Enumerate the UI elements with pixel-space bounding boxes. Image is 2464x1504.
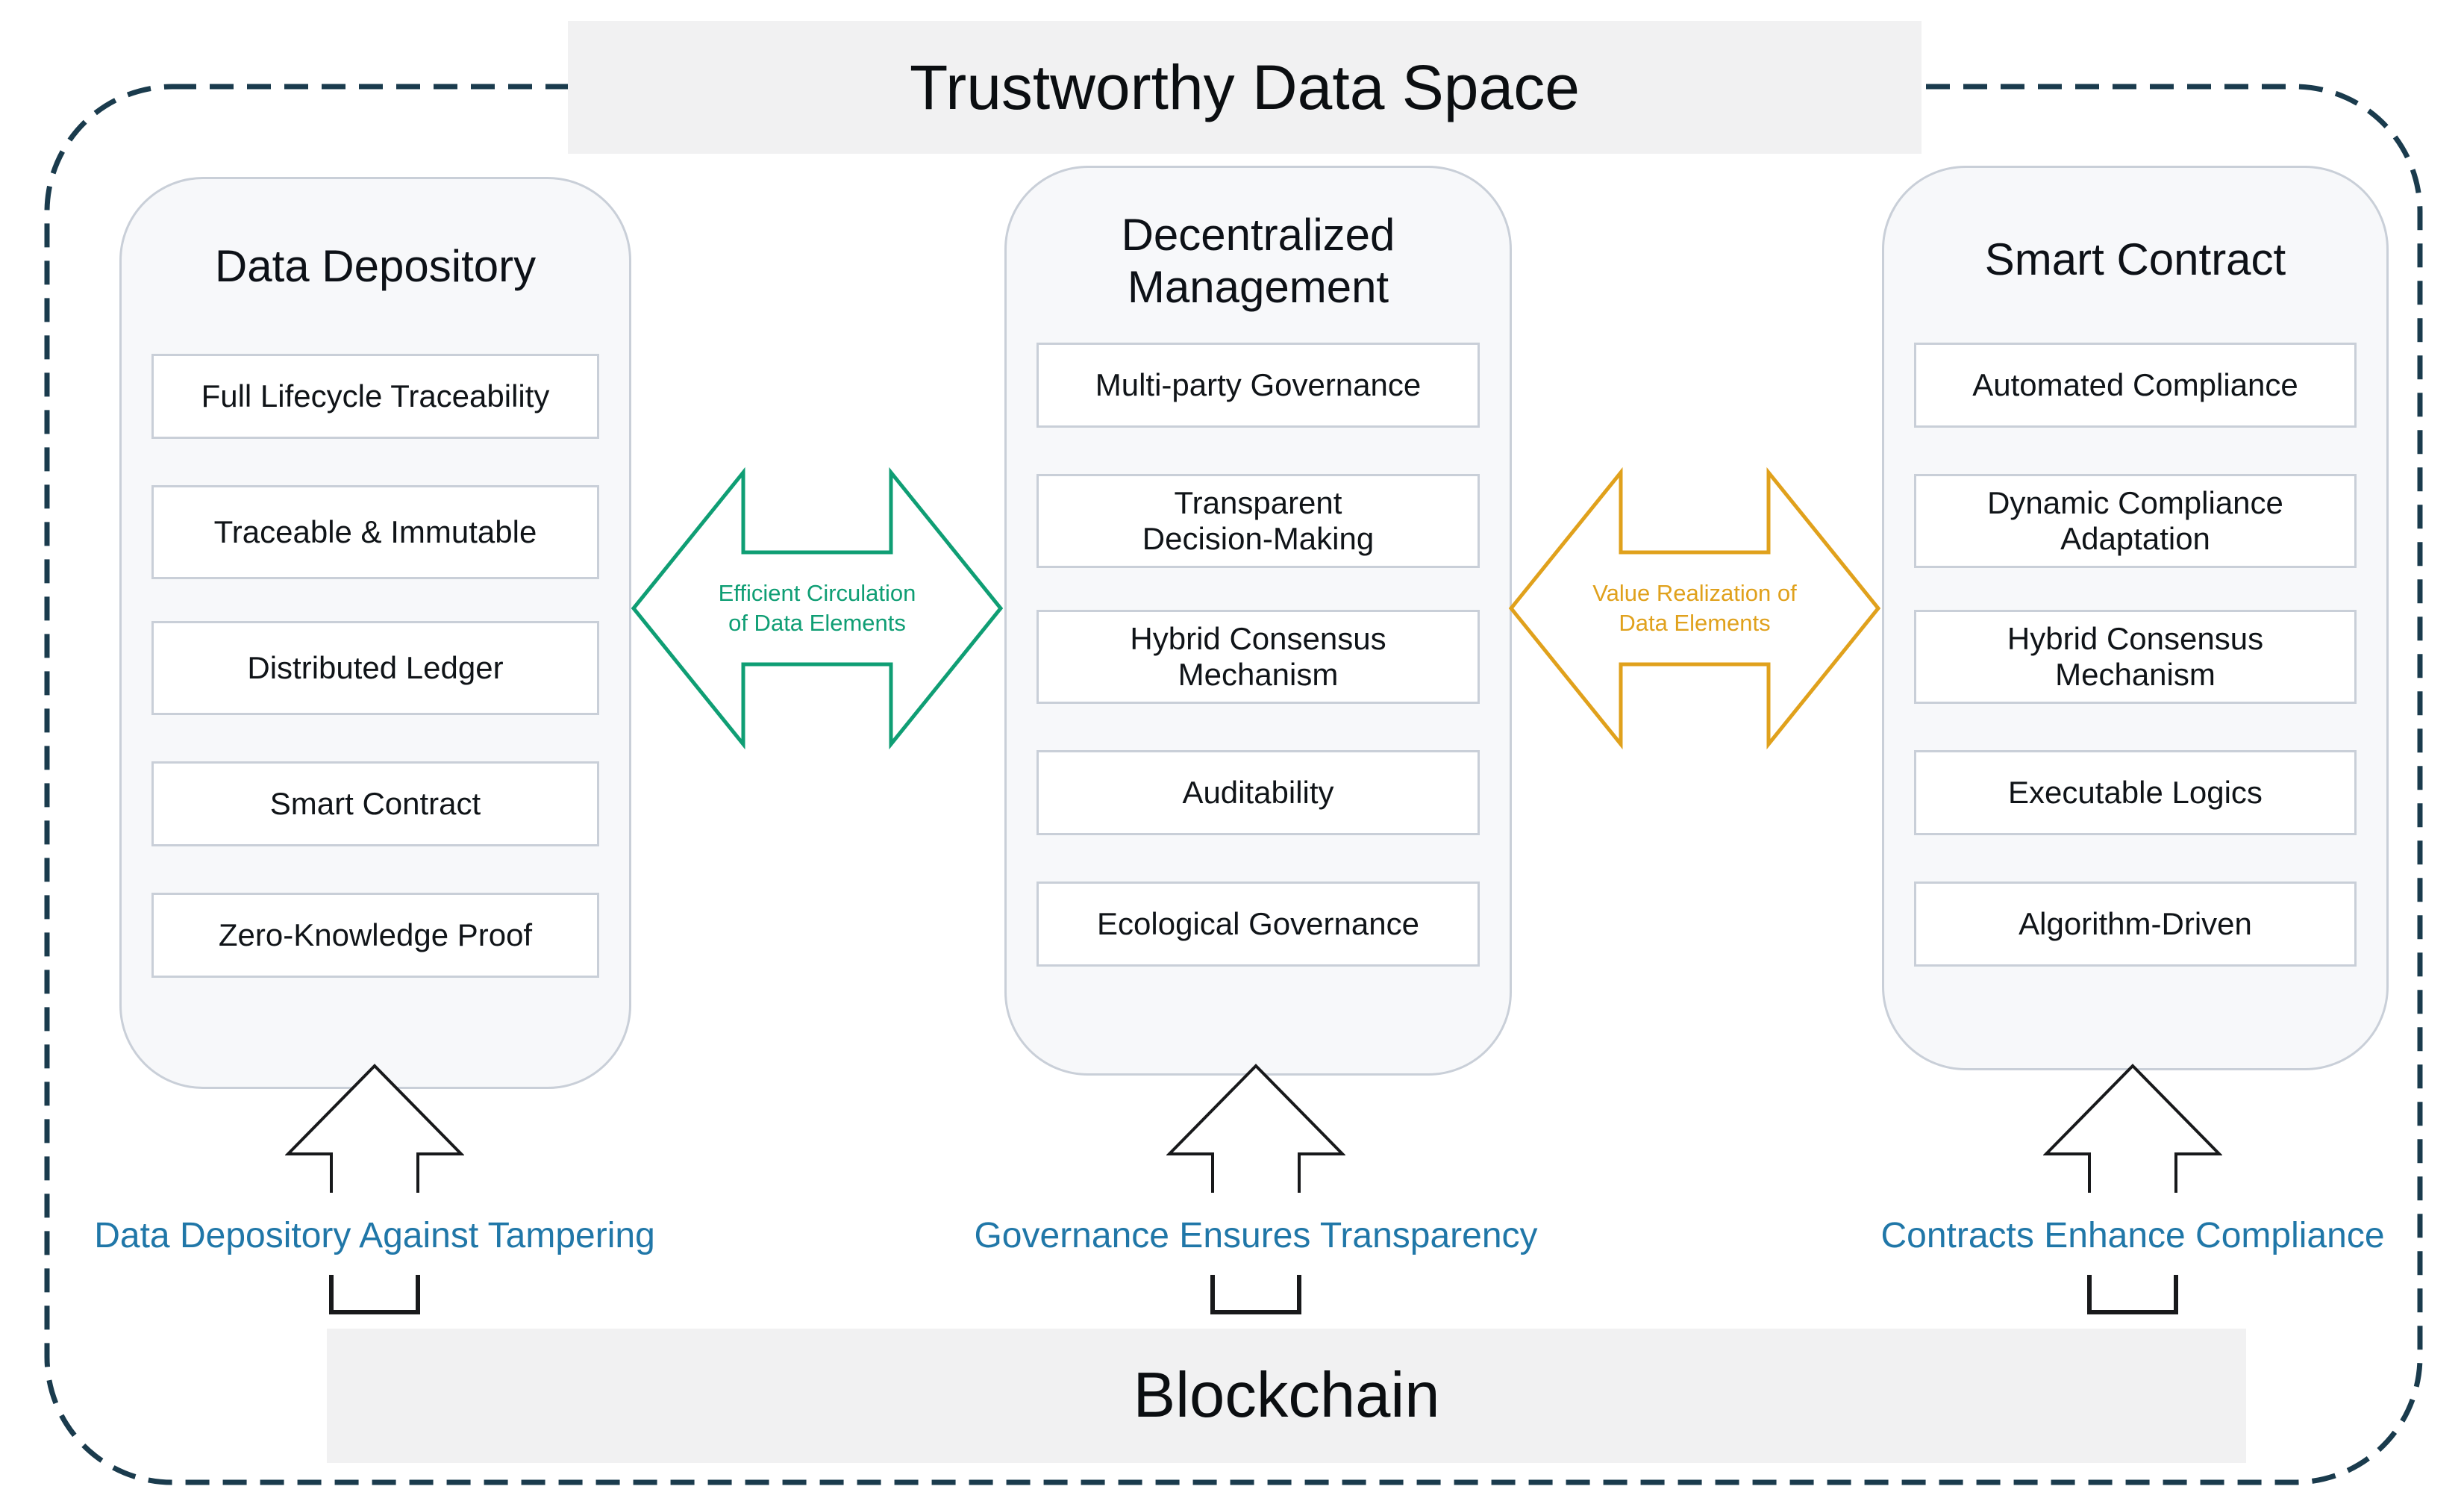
feature-box: Dynamic Compliance Adaptation	[1914, 474, 2357, 568]
feature-box: Auditability	[1036, 750, 1480, 835]
double-arrow-icon	[631, 467, 1004, 750]
double-arrow-orange: Value Realization of Data Elements	[1507, 461, 1882, 755]
feature-box: Transparent Decision-Making	[1036, 474, 1480, 568]
feature-box: Multi-party Governance	[1036, 343, 1480, 428]
up-arrow-icon	[285, 1064, 464, 1193]
connector-label: Value Realization of Data Elements	[1592, 580, 1797, 636]
caption-data-depository: Data Depository Against Tampering	[94, 1216, 655, 1255]
panel-decentralized-management: Decentralized Management Multi-party Gov…	[1004, 166, 1512, 1076]
connector-label: Efficient Circulation of Data Elements	[718, 580, 916, 636]
blockchain-label: Blockchain	[1133, 1360, 1440, 1431]
up-arrow-tail-icon	[1210, 1275, 1301, 1314]
feature-box: Zero-Knowledge Proof	[151, 893, 599, 978]
up-arrow-icon	[2043, 1064, 2222, 1193]
feature-box: Executable Logics	[1914, 750, 2357, 835]
title-banner: Trustworthy Data Space	[568, 21, 1922, 154]
feature-box: Full Lifecycle Traceability	[151, 354, 599, 439]
feature-box: Algorithm-Driven	[1914, 882, 2357, 967]
panel-heading: Data Depository	[214, 241, 537, 291]
feature-box: Traceable & Immutable	[151, 485, 599, 579]
caption-contracts: Contracts Enhance Compliance	[1880, 1216, 2385, 1255]
page-title: Trustworthy Data Space	[910, 52, 1580, 122]
caption-governance: Governance Ensures Transparency	[974, 1216, 1538, 1255]
panel-data-depository: Data Depository Full Lifecycle Traceabil…	[119, 177, 631, 1089]
panel-smart-contract: Smart Contract Automated Compliance Dyna…	[1882, 166, 2389, 1070]
double-arrow-green: Efficient Circulation of Data Elements	[630, 461, 1004, 755]
blockchain-banner: Blockchain	[327, 1329, 2246, 1463]
up-arrow-icon	[1166, 1064, 1345, 1193]
double-arrow-icon	[1508, 467, 1881, 750]
feature-box: Automated Compliance	[1914, 343, 2357, 428]
feature-box: Ecological Governance	[1036, 882, 1480, 967]
feature-box: Distributed Ledger	[151, 621, 599, 715]
feature-box: Hybrid Consensus Mechanism	[1036, 610, 1480, 704]
up-arrow-tail-icon	[329, 1275, 420, 1314]
panel-heading: Decentralized Management	[1121, 210, 1395, 312]
feature-box: Smart Contract	[151, 761, 599, 846]
up-arrow-tail-icon	[2087, 1275, 2178, 1314]
feature-box: Hybrid Consensus Mechanism	[1914, 610, 2357, 704]
panel-heading: Smart Contract	[1984, 234, 2286, 284]
